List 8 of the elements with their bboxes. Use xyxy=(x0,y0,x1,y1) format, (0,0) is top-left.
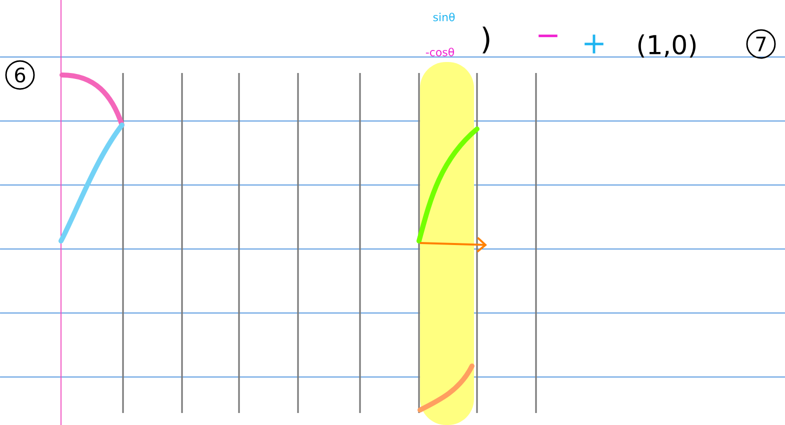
circled-number: 7 xyxy=(746,29,776,59)
handwritten-sign: − xyxy=(538,34,558,38)
handwritten-note: (1,0) xyxy=(638,34,696,58)
handwritten-note: sinθ xyxy=(433,12,455,22)
handwritten-sign: + xyxy=(584,34,604,54)
handwritten-note: -cosθ xyxy=(426,48,454,56)
handwritten-bracket: ) xyxy=(482,26,490,54)
circled-number: 6 xyxy=(5,60,35,90)
